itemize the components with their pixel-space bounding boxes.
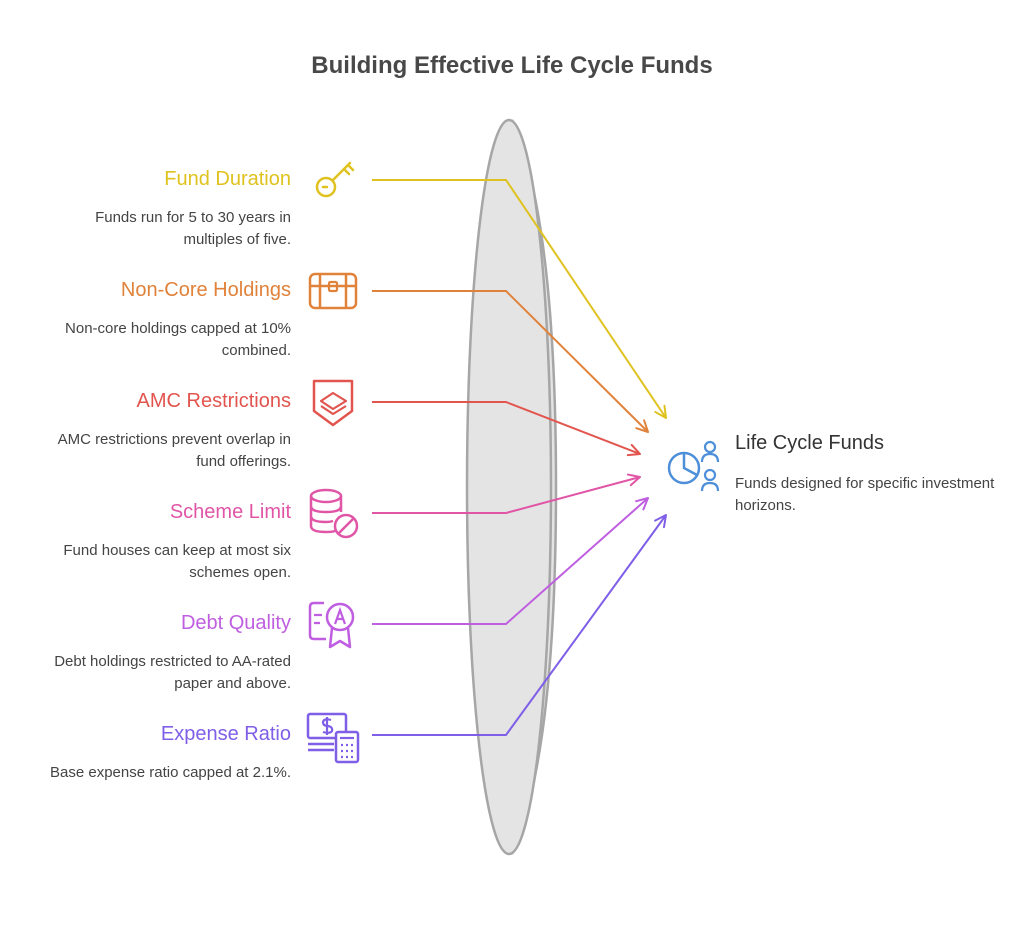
item-title-4: Scheme Limit — [169, 501, 291, 523]
item-title-3: AMC Restrictions — [136, 390, 291, 412]
pie-chart-people-icon — [664, 438, 724, 498]
database-blocked-icon — [309, 488, 359, 539]
connector-6 — [372, 514, 667, 736]
item-description-5: Debt holdings restricted to AA-rated pap… — [54, 653, 291, 692]
lens — [465, 118, 558, 856]
arrowhead-4 — [626, 473, 641, 487]
item-title-5: Debt Quality — [180, 612, 291, 634]
connector-4 — [372, 476, 641, 514]
item-description-2: Non-core holdings capped at 10% combined… — [65, 320, 291, 359]
certificate-a-icon — [308, 601, 355, 649]
treasure-chest-icon — [308, 272, 358, 310]
arrowhead-3 — [626, 443, 641, 457]
item-title-6: Expense Ratio — [160, 723, 291, 745]
connector-5 — [372, 497, 649, 625]
target-description: Funds designed for specific investment h… — [735, 475, 995, 514]
diagram-title: Building Effective Life Cycle Funds — [311, 52, 713, 79]
arrowhead-5 — [635, 497, 649, 511]
connector-3 — [372, 401, 641, 455]
money-calculator-icon — [306, 712, 360, 764]
shield-stack-icon — [312, 379, 354, 427]
connector-1 — [372, 179, 667, 419]
key-icon — [315, 161, 355, 198]
connector-2 — [372, 290, 649, 433]
item-title-2: Non-Core Holdings — [120, 279, 291, 301]
arrowhead-2 — [635, 419, 649, 433]
item-description-1: Funds run for 5 to 30 years in multiples… — [95, 209, 291, 248]
target-title: Life Cycle Funds — [735, 432, 884, 454]
item-description-6: Base expense ratio capped at 2.1%. — [50, 764, 291, 781]
arrowhead-6 — [654, 514, 667, 529]
arrowhead-1 — [654, 404, 667, 419]
item-title-1: Fund Duration — [164, 168, 291, 190]
item-description-3: AMC restrictions prevent overlap in fund… — [57, 431, 291, 470]
item-description-4: Fund houses can keep at most six schemes… — [63, 542, 291, 581]
